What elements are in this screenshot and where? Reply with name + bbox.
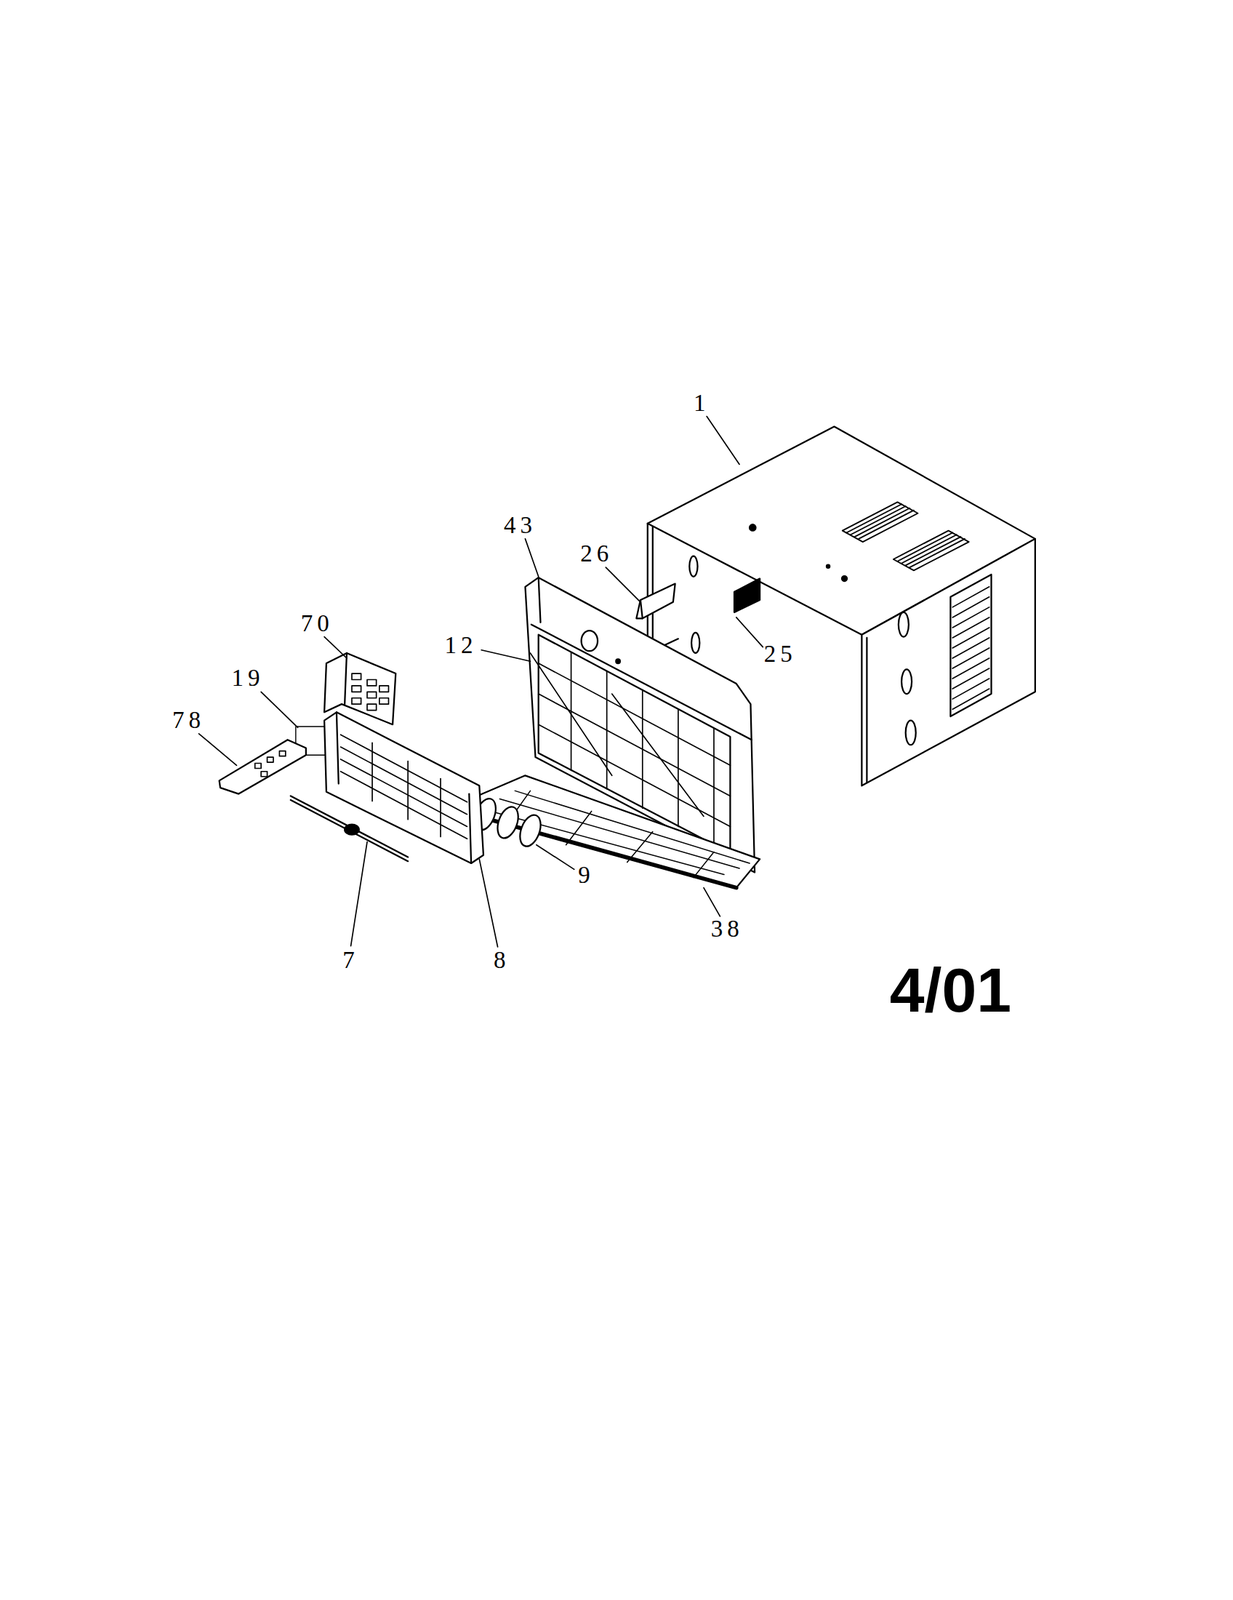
- callout-number: 9: [577, 862, 595, 887]
- callout-number: 26: [580, 541, 613, 566]
- date-stamp: 4/01: [889, 958, 1012, 1021]
- callout-number: 7: [342, 948, 360, 973]
- louver-bar: [290, 795, 408, 861]
- callout-number: 70: [300, 611, 334, 636]
- callout-number: 43: [503, 513, 537, 538]
- callout-number: 38: [711, 916, 744, 941]
- air-grille: [324, 711, 484, 863]
- bottom-tray: [448, 774, 760, 887]
- remote-control: [219, 739, 307, 794]
- callout-number: 25: [764, 641, 797, 666]
- callout-number: 1: [693, 391, 711, 416]
- callout-number: 19: [231, 665, 264, 690]
- callout-number: 8: [493, 948, 511, 973]
- leader-lines: [199, 416, 764, 947]
- callout-number: 12: [444, 633, 478, 658]
- callout-number: 78: [172, 708, 206, 733]
